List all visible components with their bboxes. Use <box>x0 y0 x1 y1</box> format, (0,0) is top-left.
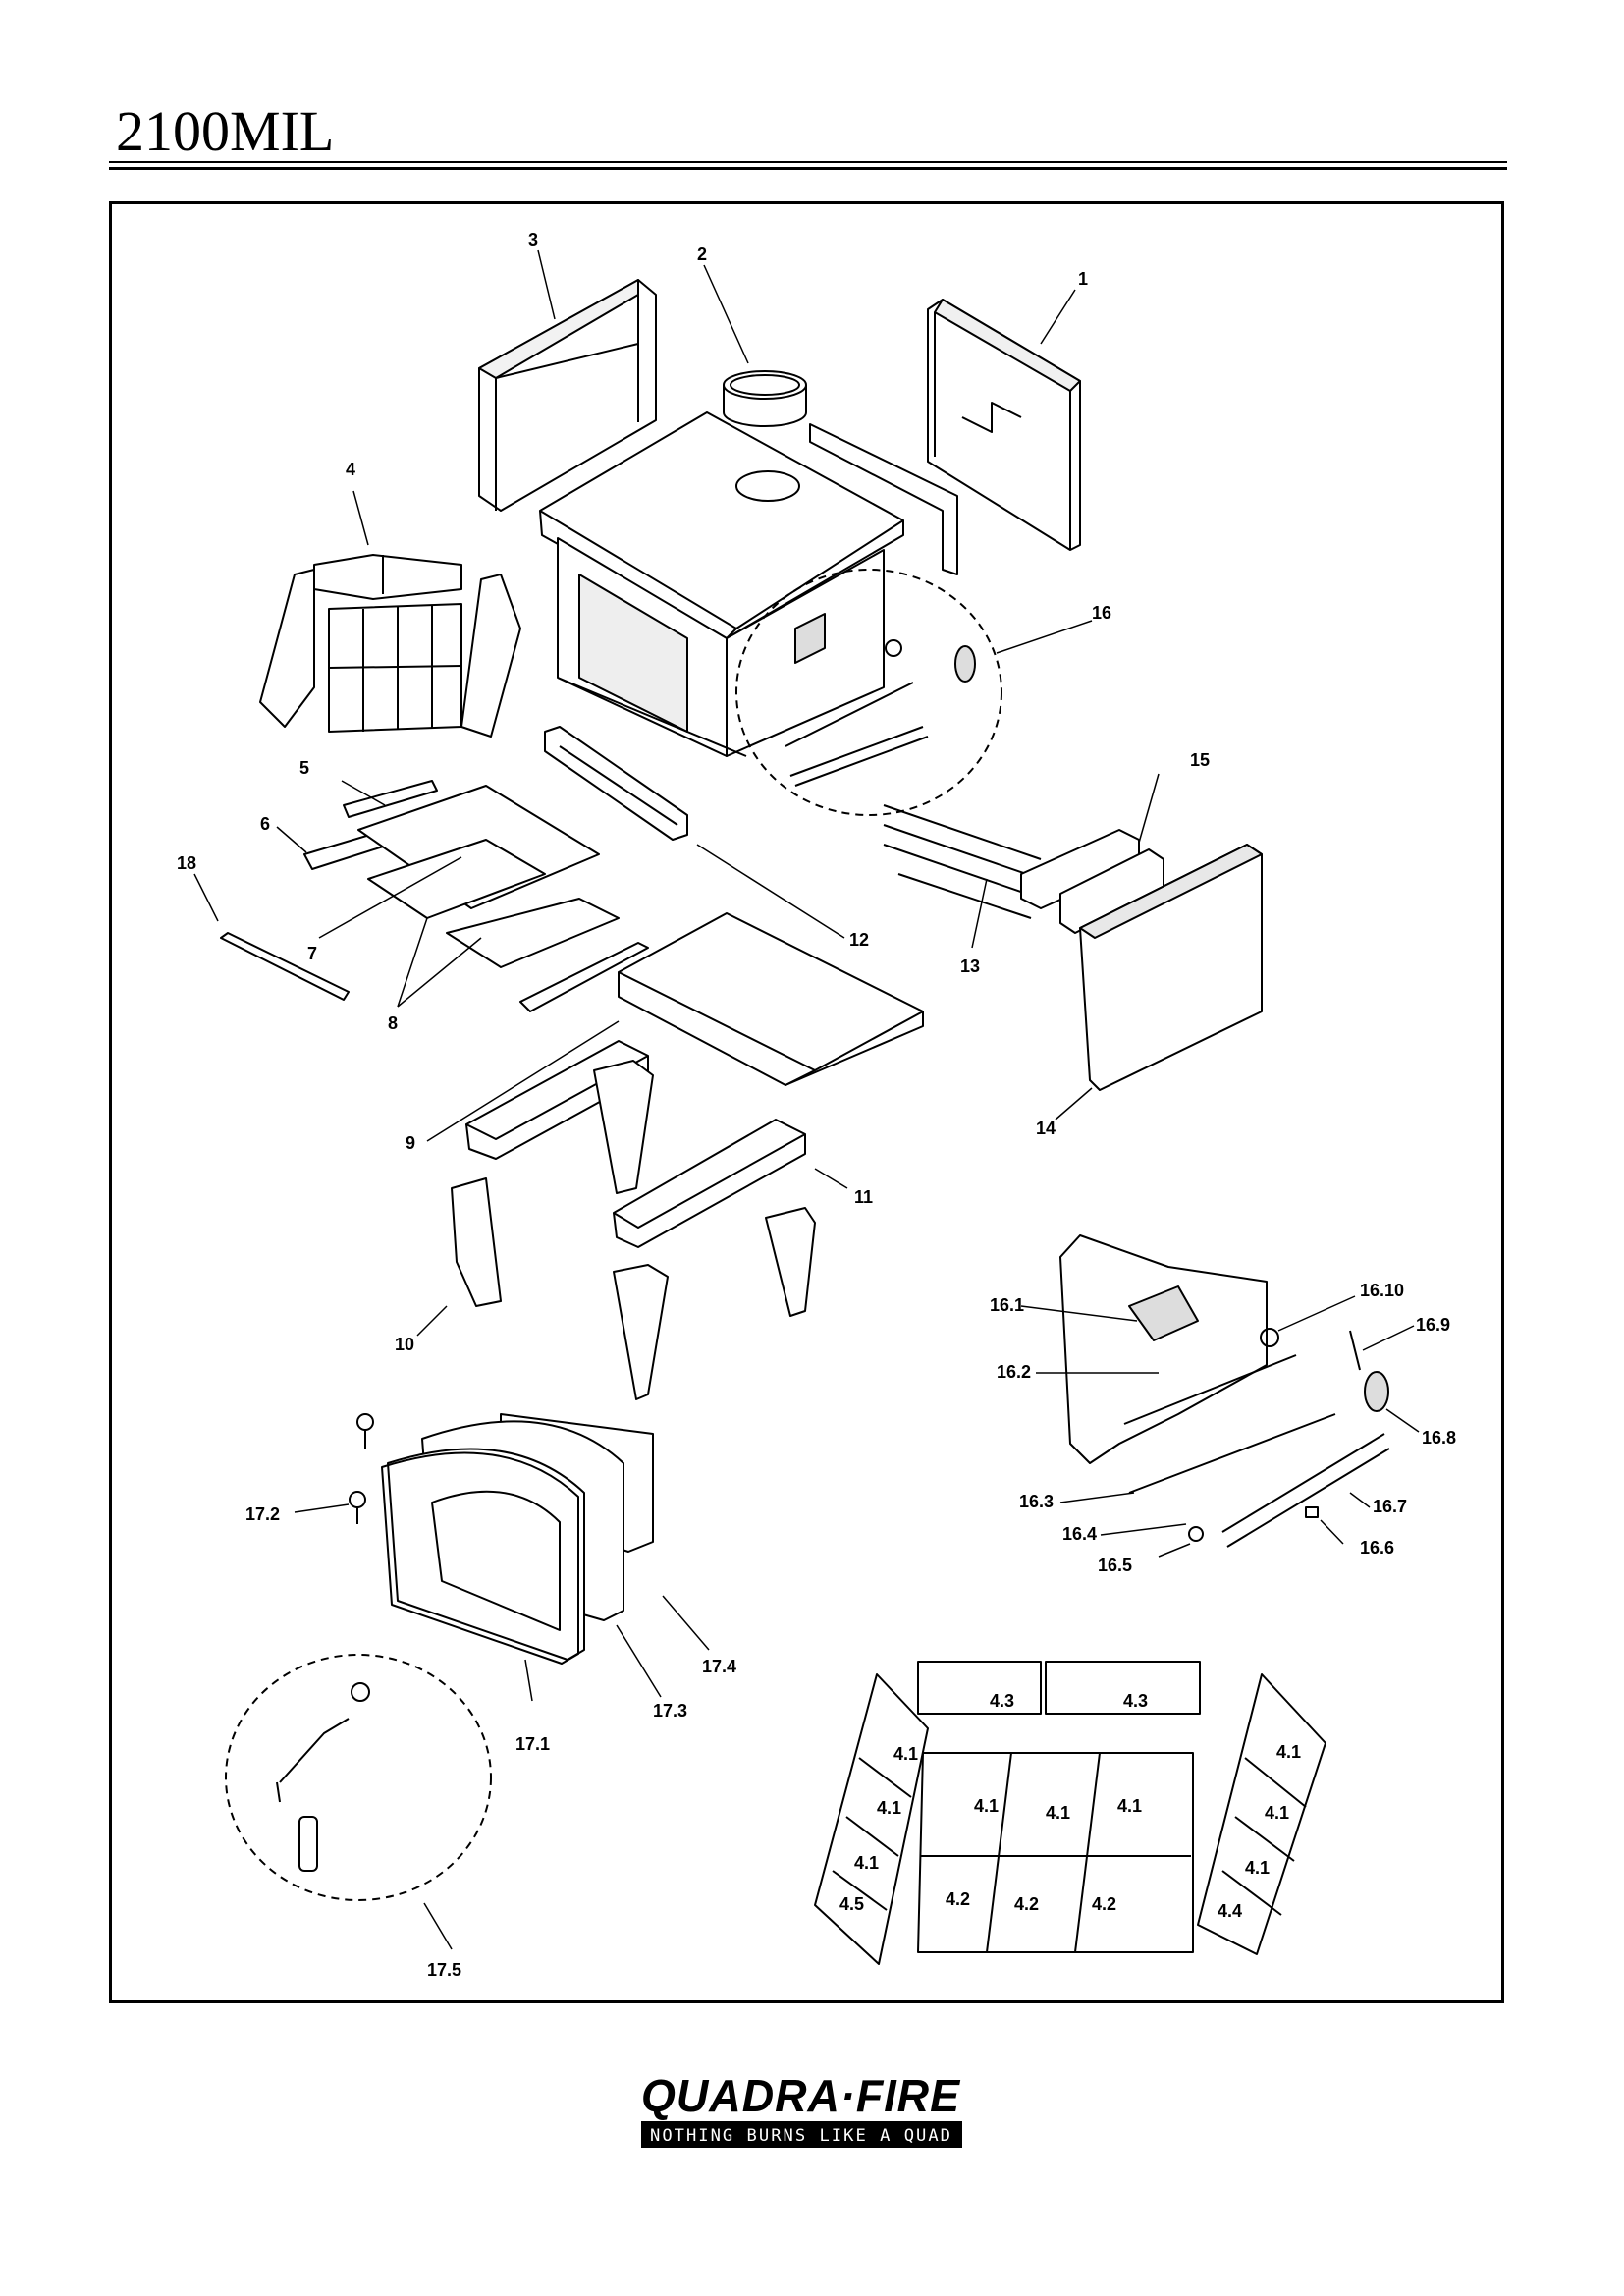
callout-16-7: 16.7 <box>1373 1497 1407 1516</box>
callout-16-6: 16.6 <box>1360 1538 1394 1558</box>
callout-16-1: 16.1 <box>990 1295 1024 1315</box>
brick-label-4-3-right: 4.3 <box>1123 1691 1148 1711</box>
brick-label-4-2-b: 4.2 <box>1014 1894 1039 1914</box>
brick-label-4-5: 4.5 <box>839 1894 864 1914</box>
callout-2: 2 <box>697 245 707 264</box>
callout-16-9: 16.9 <box>1416 1315 1450 1335</box>
logo-tagline-bar <box>641 2121 962 2148</box>
part-2-flue-collar <box>723 370 807 427</box>
stove-body <box>539 411 958 757</box>
callout-labels: 3 2 1 4 16 5 15 6 18 7 12 13 8 14 9 11 1… <box>177 230 1456 1980</box>
brick-label-4-2-c: 4.2 <box>1092 1894 1116 1914</box>
brick-label-4-1-b: 4.1 <box>877 1798 901 1818</box>
brick-label-4-1-d: 4.1 <box>974 1796 999 1816</box>
brick-label-4-1-c: 4.1 <box>854 1853 879 1873</box>
callout-9: 9 <box>406 1133 415 1153</box>
callout-17-4: 17.4 <box>702 1657 736 1676</box>
callout-17-3: 17.3 <box>653 1701 687 1721</box>
callout-13: 13 <box>960 957 980 976</box>
callout-12: 12 <box>849 930 869 950</box>
callout-17-1: 17.1 <box>515 1734 550 1754</box>
pedestal-leg-center <box>593 1060 654 1194</box>
part-3-shield <box>478 279 657 512</box>
page-title: 2100MIL <box>116 99 335 163</box>
callout-3: 3 <box>528 230 538 249</box>
diagram-frame <box>109 201 1504 2003</box>
callout-16-3: 16.3 <box>1019 1492 1054 1511</box>
brick-label-4-1-h: 4.1 <box>1265 1803 1289 1823</box>
brick-label-4-3-left: 4.3 <box>990 1691 1014 1711</box>
part-11-leg-bracket <box>613 1119 806 1248</box>
callout-16-8: 16.8 <box>1422 1428 1456 1448</box>
quadra-fire-logo: QUADRA·FIRE NOTHING BURNS LIKE A QUAD <box>641 2070 962 2148</box>
ash-pan-base <box>618 912 924 1086</box>
brick-label-4-1-f: 4.1 <box>1117 1796 1142 1816</box>
title-rule-top <box>109 161 1507 163</box>
part-17-door-assembly <box>349 1413 654 1665</box>
callout-18: 18 <box>177 853 196 873</box>
part-16-air-control-assembly <box>735 569 1002 816</box>
callout-11: 11 <box>854 1187 873 1207</box>
callout-1: 1 <box>1078 269 1088 289</box>
part-16-detail <box>1059 1234 1390 1548</box>
leader-lines <box>193 249 1420 1950</box>
logo-wordmark: QUADRA·FIRE <box>641 2070 960 2121</box>
callout-7: 7 <box>307 944 317 963</box>
part-12-bracket <box>544 726 688 841</box>
callout-16-10: 16.10 <box>1360 1281 1404 1300</box>
callout-16-5: 16.5 <box>1098 1556 1132 1575</box>
part-10-legs <box>451 1177 816 1400</box>
callout-6: 6 <box>260 814 270 834</box>
part-4-firebrick-set <box>259 554 521 738</box>
brick-label-4-4: 4.4 <box>1218 1901 1242 1921</box>
callout-16: 16 <box>1092 603 1111 623</box>
part-17-5-handle-kit <box>225 1654 492 1901</box>
callout-16-4: 16.4 <box>1062 1524 1097 1544</box>
part-1-shield <box>927 299 1081 551</box>
brick-layout-detail <box>814 1661 1326 1965</box>
callout-5: 5 <box>299 758 309 778</box>
callout-17-2: 17.2 <box>245 1504 280 1524</box>
logo-tagline: NOTHING BURNS LIKE A QUAD <box>650 2126 952 2146</box>
part-14-side-panel <box>1079 844 1263 1091</box>
brick-label-4-1-g: 4.1 <box>1276 1742 1301 1762</box>
callout-17-5: 17.5 <box>427 1960 461 1980</box>
callout-8: 8 <box>388 1013 398 1033</box>
brick-label-4-1-e: 4.1 <box>1046 1803 1070 1823</box>
brick-label-4-1-a: 4.1 <box>893 1744 918 1764</box>
callout-16-2: 16.2 <box>997 1362 1031 1382</box>
callout-10: 10 <box>395 1335 414 1354</box>
parts-5-6-7-8-18 <box>220 780 649 1012</box>
title-rule-bottom <box>109 167 1507 170</box>
callout-4: 4 <box>346 460 355 479</box>
brick-label-4-1-i: 4.1 <box>1245 1858 1270 1878</box>
callout-15: 15 <box>1190 750 1210 770</box>
callout-14: 14 <box>1036 1119 1056 1138</box>
brick-label-4-2-a: 4.2 <box>946 1889 970 1909</box>
part-9-leg-bracket <box>465 1040 649 1160</box>
